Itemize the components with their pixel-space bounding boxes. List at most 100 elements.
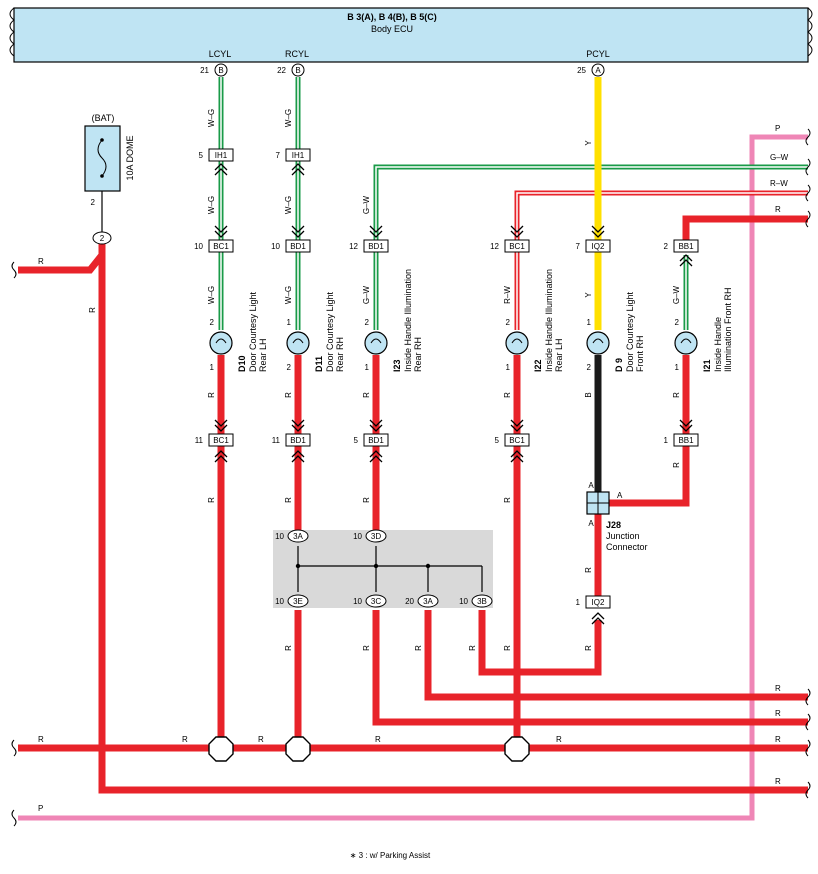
wire-break-icons [11, 128, 811, 827]
svg-text:2: 2 [664, 242, 669, 251]
svg-text:A: A [588, 481, 594, 490]
svg-text:IQ2: IQ2 [592, 598, 605, 607]
connector-iq2-b[interactable]: IQ2 1 [576, 595, 611, 609]
svg-text:1: 1 [675, 363, 680, 372]
light-i22[interactable]: 2 1 I22 Inside Handle Illumination Rear … [505, 269, 564, 372]
svg-text:J28: J28 [606, 520, 621, 530]
svg-text:10: 10 [194, 242, 203, 251]
svg-text:P: P [775, 124, 780, 133]
svg-text:3C: 3C [371, 597, 381, 606]
svg-text:R: R [88, 307, 97, 313]
svg-text:Inside Handle Illumination: Inside Handle Illumination [544, 269, 554, 372]
svg-text:2: 2 [365, 318, 370, 327]
connector-bd1-d[interactable]: BD1 5 [354, 433, 389, 447]
svg-text:R: R [503, 392, 512, 398]
pin-code-pcyl: A [595, 66, 601, 75]
splice-block[interactable]: 3A 10 3D 10 3E 10 3C 10 3A 20 3B 10 [273, 529, 493, 608]
svg-text:R: R [556, 735, 562, 744]
wire-p[interactable] [18, 134, 808, 821]
connector-bb1-a[interactable]: BB1 2 [664, 239, 699, 253]
svg-text:R: R [672, 392, 681, 398]
connector-bc1-d[interactable]: BC1 5 [495, 433, 530, 447]
light-d9[interactable]: 1 2 D 9 Door Courtesy Light Front RH [586, 291, 645, 372]
svg-text:B: B [584, 392, 593, 397]
svg-text:10: 10 [353, 597, 362, 606]
svg-text:R: R [284, 497, 293, 503]
wire-r-fuse[interactable] [18, 243, 808, 794]
connector-bb1-b[interactable]: BB1 1 [664, 433, 699, 447]
svg-text:10: 10 [353, 532, 362, 541]
svg-text:Junction: Junction [606, 531, 640, 541]
connector-iq2-a[interactable]: IQ2 7 [576, 239, 611, 253]
svg-text:W–G: W–G [207, 286, 216, 304]
light-i21[interactable]: 2 1 I21 Inside Handle Illumination Front… [674, 287, 733, 372]
svg-text:R: R [503, 645, 512, 651]
svg-text:R–W: R–W [770, 179, 788, 188]
fuse-source: (BAT) [92, 113, 115, 123]
connector-ih1-l[interactable]: IH1 5 [199, 148, 234, 162]
svg-text:R: R [362, 392, 371, 398]
svg-text:Inside Handle: Inside Handle [713, 317, 723, 372]
svg-text:W–G: W–G [284, 286, 293, 304]
svg-text:R: R [182, 735, 188, 744]
connector-ih1-r[interactable]: IH1 7 [276, 148, 311, 162]
svg-text:R: R [584, 645, 593, 651]
connector-bd1-c[interactable]: BD1 11 [272, 433, 311, 447]
svg-text:R: R [775, 735, 781, 744]
svg-text:I21: I21 [702, 359, 712, 372]
ecu-subtitle: Body ECU [371, 24, 413, 34]
svg-text:BD1: BD1 [368, 242, 384, 251]
svg-text:10: 10 [271, 242, 280, 251]
light-d10[interactable]: 2 1 D10 Door Courtesy Light Rear LH [209, 291, 268, 372]
svg-text:D11: D11 [314, 356, 324, 372]
svg-text:G–W: G–W [672, 285, 681, 304]
svg-text:Door Courtesy Light: Door Courtesy Light [248, 291, 258, 372]
svg-text:I23: I23 [392, 359, 402, 372]
wire-r-i21[interactable] [607, 215, 808, 507]
connector-bc1-a[interactable]: BC1 10 [194, 239, 234, 253]
svg-text:R: R [258, 735, 264, 744]
fuse-10a-dome[interactable]: (BAT) 10A DOME 2 2 [84, 113, 135, 245]
octagon-splices[interactable] [208, 736, 530, 762]
svg-text:2: 2 [506, 318, 511, 327]
svg-text:R: R [38, 735, 44, 744]
svg-text:Rear RH: Rear RH [413, 337, 423, 372]
light-i23[interactable]: 2 1 I23 Inside Handle Illumination Rear … [364, 269, 423, 372]
svg-text:BB1: BB1 [678, 436, 694, 445]
svg-text:2: 2 [675, 318, 680, 327]
svg-text:W–G: W–G [284, 196, 293, 214]
light-d11[interactable]: 1 2 D11 Door Courtesy Light Rear RH [286, 291, 345, 372]
connector-bd1-a[interactable]: BD1 10 [271, 239, 311, 253]
svg-text:Inside Handle Illumination: Inside Handle Illumination [403, 269, 413, 372]
svg-text:Rear RH: Rear RH [335, 337, 345, 372]
pin-code-lcyl: B [218, 66, 223, 75]
connector-bc1-b[interactable]: BC1 12 [490, 239, 530, 253]
svg-text:R: R [362, 645, 371, 651]
pin-label-lcyl: LCYL [209, 49, 232, 59]
wire-r-3a[interactable] [424, 610, 808, 701]
junction-j28[interactable]: A A A J28 Junction Connector [586, 481, 648, 552]
svg-text:10: 10 [275, 532, 284, 541]
body-ecu[interactable]: B 3(A), B 4(B), B 5(C) Body ECU LCYL RCY… [9, 7, 813, 63]
svg-text:R: R [503, 497, 512, 503]
svg-text:R: R [775, 709, 781, 718]
svg-text:W–G: W–G [207, 109, 216, 127]
wire-rw-i22[interactable] [513, 190, 808, 740]
wire-y-d9[interactable] [478, 77, 602, 676]
svg-text:R: R [207, 392, 216, 398]
svg-text:BC1: BC1 [213, 242, 229, 251]
svg-text:G–W: G–W [362, 195, 371, 214]
connector-bd1-b[interactable]: BD1 12 [349, 239, 389, 253]
svg-text:3E: 3E [293, 597, 303, 606]
svg-text:BD1: BD1 [368, 436, 384, 445]
pin-label-pcyl: PCYL [586, 49, 610, 59]
svg-text:R: R [284, 645, 293, 651]
svg-text:BC1: BC1 [213, 436, 229, 445]
svg-text:R: R [775, 777, 781, 786]
fuse-conn: 2 [100, 234, 105, 243]
svg-text:BD1: BD1 [290, 242, 306, 251]
svg-text:3A: 3A [293, 532, 303, 541]
svg-text:Front RH: Front RH [635, 335, 645, 372]
connector-bc1-c[interactable]: BC1 11 [195, 433, 234, 447]
